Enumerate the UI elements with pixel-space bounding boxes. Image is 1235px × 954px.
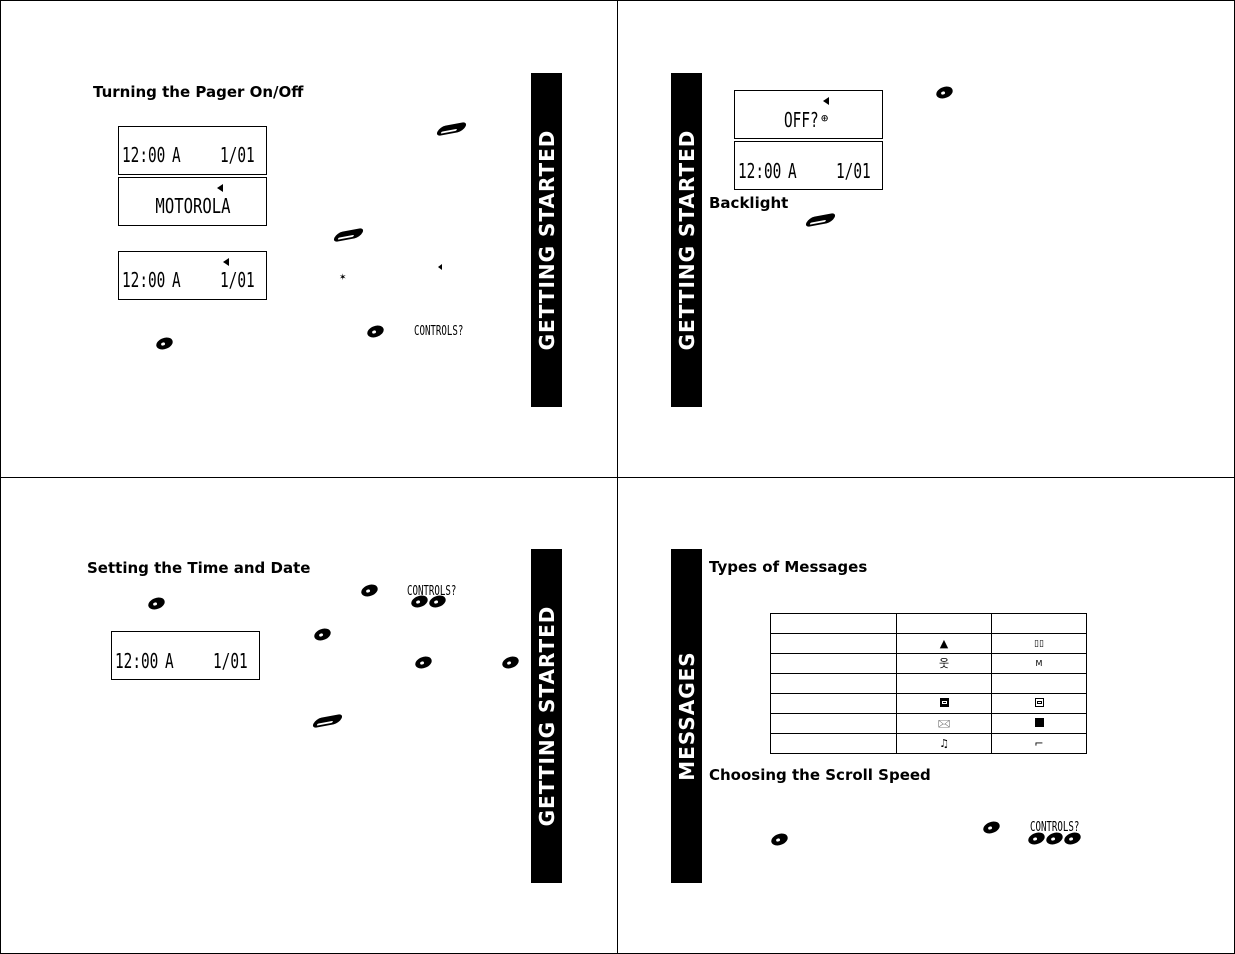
select-button-icon [359,582,380,599]
up-triangle-icon: ▲ [939,636,949,650]
table-row: ♫ ⌐ [770,733,1087,754]
table-row: 🖂 [770,713,1087,734]
section-tab-label: GETTING STARTED [534,129,559,351]
section-tab-label: GETTING STARTED [534,605,559,827]
note-icon: ♫ [939,736,949,750]
table-row: 웃 M [770,653,1087,674]
section-tab: GETTING STARTED [671,73,702,407]
section-tab: MESSAGES [671,549,702,883]
table-row: ▲ ▯▯ [770,633,1087,654]
select-button-icon [413,654,434,671]
section-tab: GETTING STARTED [531,549,562,883]
page-heading: Types of Messages [709,558,868,576]
command-button-icon [435,121,468,137]
section-tab-label: MESSAGES [674,651,699,781]
select-button-icon [981,819,1002,836]
pointer-arrow-icon [223,258,229,266]
page-heading: Backlight [709,194,789,212]
pointer-arrow-icon [823,97,829,105]
box-icon [939,697,949,707]
page-heading: Setting the Time and Date [87,559,311,577]
lcd-time: 12:00 [115,649,159,673]
select-button-icon [365,323,386,340]
page-panel-bottom-left: Setting the Time and Date CONTROLS? 12:0… [0,477,618,954]
page-panel-top-left: Turning the Pager On/Off 12:00 A 1/01 MO… [0,0,618,478]
select-button-icon [312,626,333,643]
filled-envelope-icon [1034,717,1044,727]
envelope-icon: 🖂 [937,716,951,730]
lcd-time: 12:00 [122,143,166,167]
lcd-mode: A [172,143,181,167]
table-row [770,673,1087,694]
select-button-icon [154,335,175,352]
page-panel-bottom-right: MESSAGES Types of Messages ▲ ▯▯ 웃 M 🖂 ♫ [617,477,1235,954]
table-row [770,693,1087,714]
lcd-display-time-2: 12:00 A 1/01 [118,251,267,300]
lcd-mode: A [788,159,797,183]
lcd-date: 1/01 [220,268,255,292]
star-icon: ✶ [339,273,347,283]
lcd-display-motorola: MOTOROLA [118,177,267,226]
lcd-date: 1/01 [213,649,248,673]
select-button-icon [934,84,955,101]
lcd-display-time: 12:00 A 1/01 [111,631,260,680]
select-button-icon [500,654,521,671]
pointer-arrow-icon [438,264,442,270]
pointer-arrow-icon [217,184,223,192]
page-heading: Choosing the Scroll Speed [709,766,931,784]
lcd-mode: A [165,649,174,673]
command-button-icon [311,713,344,729]
box-icon [1034,697,1044,707]
table-row [770,613,1087,634]
corner-icon: ⌐ [1034,736,1044,750]
lcd-mode: A [172,268,181,292]
lcd-display-time: 12:00 A 1/01 [118,126,267,175]
lcd-date: 1/01 [220,143,255,167]
select-button-icon [146,595,167,612]
lcd-display-off: OFF? ⊕ [734,90,883,139]
command-button-icon [332,227,365,243]
lcd-text: OFF? [784,108,819,132]
page-heading: Turning the Pager On/Off [93,83,304,101]
section-tab-label: GETTING STARTED [674,129,699,351]
pause-icon: ▯▯ [1034,638,1044,649]
message-types-table: ▲ ▯▯ 웃 M 🖂 ♫ ⌐ [770,613,1087,754]
lcd-time: 12:00 [122,268,166,292]
command-button-icon [804,212,837,228]
select-button-icon [769,831,790,848]
controls-label: CONTROLS? [1030,820,1080,835]
power-icon: ⊕ [821,111,829,125]
lcd-display-time: 12:00 A 1/01 [734,141,883,190]
controls-label: CONTROLS? [414,324,464,339]
page-panel-top-right: GETTING STARTED OFF? ⊕ 12:00 A 1/01 Back… [617,0,1235,478]
lcd-time: 12:00 [738,159,782,183]
section-tab: GETTING STARTED [531,73,562,407]
lcd-text: MOTOROLA [154,194,231,218]
person-icon: 웃 [938,656,950,670]
lcd-date: 1/01 [836,159,871,183]
m-icon: M [1035,659,1043,668]
